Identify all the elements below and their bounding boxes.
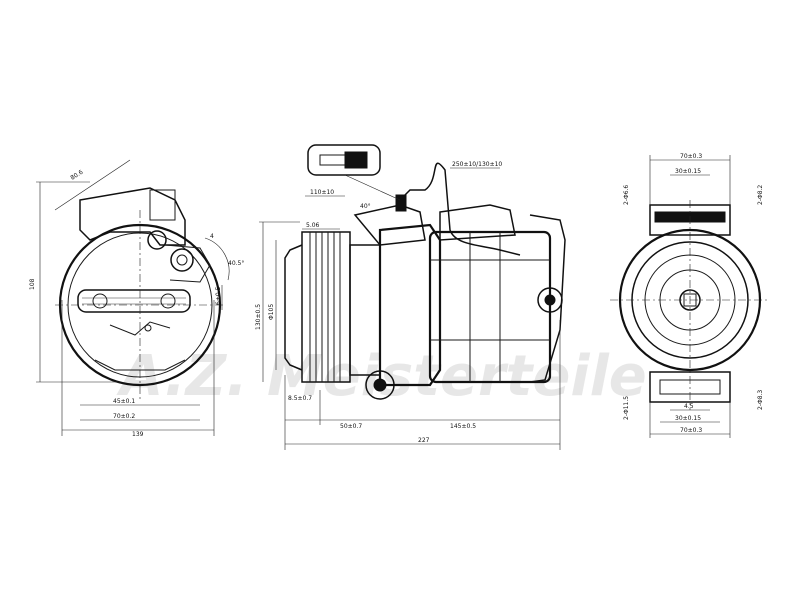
- mount-lug-lower: [365, 370, 395, 400]
- connector-detail-part: [319, 154, 346, 166]
- rear-head: [529, 214, 566, 383]
- pulley-grooves: [309, 232, 341, 382]
- connector: [395, 194, 407, 212]
- mount-lug-rear-hole: [544, 294, 556, 306]
- left-port-1: [147, 230, 167, 250]
- left-upper-block: [149, 189, 176, 221]
- left-view: 108 139 45±0.1 70±0.2 80.6 40.5° 6±0.5 4: [29, 159, 244, 438]
- leader: [344, 174, 401, 201]
- dim-50: 50±0.7: [340, 423, 362, 430]
- watermark: A.Z. Meisterteile: [116, 344, 647, 409]
- dim-top-left: 2-Φ6.6: [623, 185, 630, 205]
- dim-line: [54, 159, 131, 211]
- dim-arc: [204, 237, 230, 281]
- watermark-text: A.Z. Meisterteile: [116, 344, 647, 409]
- dim-45: 45±0.1: [113, 398, 135, 405]
- dim-8: 8.5±0.7: [288, 395, 312, 402]
- dim-bot-30: 30±0.15: [675, 415, 701, 422]
- left-upper-bracket: [79, 187, 186, 246]
- dim-227: 227: [418, 437, 430, 444]
- dim-bot-70: 70±0.3: [680, 427, 702, 434]
- wire: [399, 162, 521, 256]
- mount-lug-rear: [537, 287, 563, 313]
- right-view: 70±0.3 30±0.15 2-Φ8.2 2-Φ6.6 4.5 30±0.15…: [610, 153, 770, 438]
- dim-130: 130±0.5: [255, 304, 262, 330]
- left-port-2-inner: [176, 254, 188, 266]
- left-port-2: [170, 248, 194, 272]
- left-side-lobe: [164, 244, 211, 283]
- cylinder-block: [428, 230, 552, 384]
- dim-h: 6±0.5: [215, 286, 222, 305]
- dim-width-total: 139: [132, 431, 144, 438]
- dim-top-30: 30±0.15: [675, 168, 701, 175]
- pulley-hub: [284, 244, 303, 371]
- dim-top-70: 70±0.3: [680, 153, 702, 160]
- left-small-bolt: [144, 324, 152, 332]
- dim-bot-45: 4.5: [684, 403, 694, 410]
- left-mount-bar: [77, 289, 191, 313]
- dim-top-side: 2-Φ8.2: [757, 185, 764, 205]
- dim-height: 108: [29, 278, 36, 290]
- top-bracket-2: [439, 204, 516, 241]
- dim-105: Φ105: [268, 304, 275, 320]
- dim-bot-side: 2-Φ8.3: [757, 390, 764, 410]
- dim-145: 145±0.5: [450, 423, 476, 430]
- dim-110: 110±10: [310, 189, 334, 196]
- connector-detail-plug: [344, 151, 368, 169]
- right-hub-hex: [683, 293, 697, 307]
- dim-4: 4: [210, 233, 214, 240]
- left-lower-contour: [109, 321, 171, 336]
- left-bar-hole-l: [92, 293, 108, 309]
- dim-70: 70±0.2: [113, 413, 135, 420]
- dim-5: 5.06: [306, 222, 320, 229]
- connector-detail-box: [307, 144, 381, 176]
- dim-80: 80.6: [69, 169, 84, 182]
- mount-lug-lower-hole: [373, 378, 387, 392]
- top-bracket: [353, 204, 426, 246]
- left-bar-hole-r: [160, 293, 176, 309]
- side-view: 250±10/130±10 110±10 40° 5.06 130±0.5 Φ1…: [255, 144, 566, 450]
- dim-connector: 250±10/130±10: [452, 161, 502, 168]
- dim-40: 40.5°: [228, 260, 244, 267]
- dim-bot-left: 2-Φ11.5: [623, 396, 630, 420]
- dim-40deg: 40°: [360, 203, 371, 210]
